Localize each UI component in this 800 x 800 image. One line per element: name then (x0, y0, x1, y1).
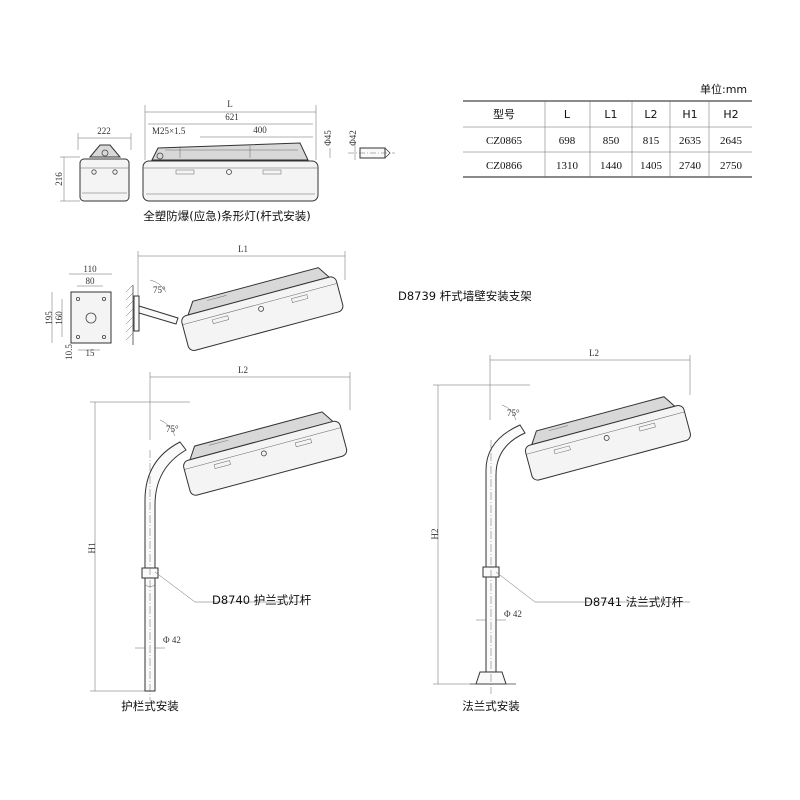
dim-15: 15 (86, 348, 96, 358)
dim-L2-flange: L2 (589, 348, 599, 358)
caption-guardrail: 护栏式安装 (121, 699, 179, 713)
table-cell: CZ0866 (486, 160, 523, 172)
table-cell: 1405 (640, 160, 663, 172)
dim-216: 216 (54, 172, 64, 186)
dim-thread: M25×1.5 (152, 126, 186, 136)
spec-table: 单位:mm 型号 L L1 L2 H1 H2 CZ0865 698 850 81… (463, 82, 752, 178)
guardrail-assembly: L2 H1 Φ 42 75° D8740 护兰式灯杆 (87, 365, 351, 700)
table-cell: 850 (603, 135, 620, 147)
table-cell: 1440 (600, 160, 623, 172)
angle-guardrail: 75° (166, 424, 179, 434)
dim-195: 195 (44, 311, 54, 325)
dim-10-5: 10.5 (64, 344, 74, 360)
dim-110: 110 (83, 264, 97, 274)
dim-phi42-flange: Φ 42 (504, 609, 522, 619)
angle-wall: 75° (153, 285, 166, 295)
dim-160: 160 (54, 311, 64, 325)
flange-assembly: L2 H2 Φ 42 75° D8741 法兰式灯杆 (430, 348, 691, 694)
pole-end-detail: Φ42 (348, 130, 395, 160)
table-cell: 815 (643, 135, 660, 147)
wall-mounted-lamp: L1 75° (125, 244, 346, 351)
dim-H1: H1 (87, 543, 97, 554)
dim-400: 400 (253, 125, 267, 135)
dim-H2: H2 (430, 529, 440, 540)
table-cell: 2740 (679, 160, 702, 172)
table-header: L1 (604, 108, 617, 121)
table-header: H1 (682, 108, 697, 121)
table-cell: 2750 (720, 160, 743, 172)
bracket-plate-view: 110 80 195 160 10.5 15 (44, 264, 112, 360)
dim-222: 222 (97, 126, 111, 136)
table-header: L2 (644, 108, 657, 121)
table-cell: 1310 (556, 160, 579, 172)
table-cell: 698 (559, 135, 576, 147)
caption-top: 全塑防爆(应急)条形灯(杆式安装) (143, 209, 310, 223)
table-header: H2 (723, 108, 738, 121)
dim-80: 80 (86, 276, 96, 286)
pole-label-guardrail: D8740 护兰式灯杆 (212, 593, 312, 607)
table-cell: 2635 (679, 135, 702, 147)
table-cell: 2645 (720, 135, 743, 147)
angle-flange: 75° (507, 408, 520, 418)
side-view: L 621 M25×1.5 400 Φ45 (142, 99, 333, 202)
unit-label: 单位:mm (700, 82, 747, 96)
dim-L1: L1 (238, 244, 248, 254)
caption-bracket: D8739 杆式墙壁安装支架 (398, 289, 532, 303)
table-cell: CZ0865 (486, 135, 523, 147)
dim-L2-guardrail: L2 (238, 365, 248, 375)
dim-621: 621 (225, 112, 239, 122)
caption-flange: 法兰式安装 (462, 699, 520, 713)
dim-phi42-top: Φ42 (348, 130, 358, 146)
end-view: 222 216 (54, 126, 132, 202)
dim-phi45: Φ45 (323, 130, 333, 146)
pole-label-flange: D8741 法兰式灯杆 (584, 595, 684, 609)
dim-L: L (227, 99, 233, 109)
dim-phi42-guardrail: Φ 42 (163, 635, 181, 645)
table-header: L (564, 108, 571, 121)
table-header: 型号 (493, 107, 515, 121)
